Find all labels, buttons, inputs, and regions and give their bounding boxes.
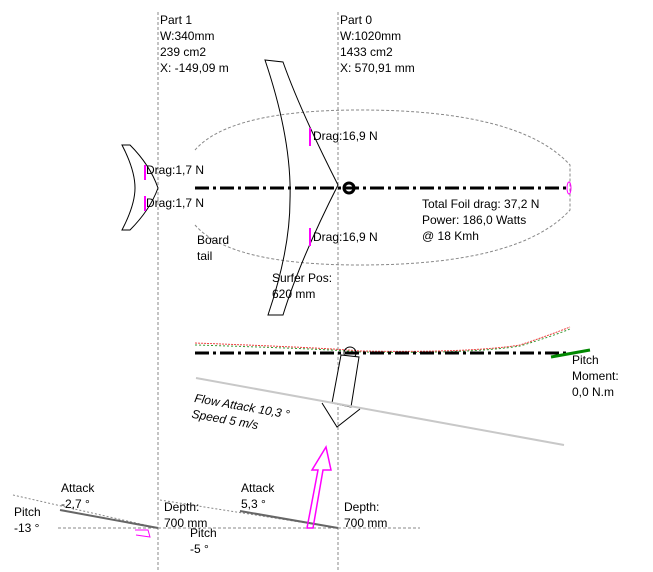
wing-foil [239, 510, 339, 529]
down-arrow-icon [321, 402, 361, 428]
front-wing-planform [264, 59, 339, 316]
stabilizer-planform [121, 144, 159, 231]
wing-depth: Depth:700 mm [344, 500, 388, 530]
stab-depth: Depth:700 mm [164, 500, 208, 530]
stab-drag-bottom: Drag:1,7 N [146, 196, 205, 210]
totals: Total Foil drag: 37,2 N Power: 186,0 Wat… [422, 196, 539, 244]
part0-width: W:1020mm [340, 29, 402, 43]
tail-marker [566, 181, 572, 195]
board-outline [194, 109, 571, 266]
board-profile-red [194, 326, 571, 352]
wing-pitch: Pitch-5 ° [190, 526, 217, 556]
power: Power: 186,0 Watts [422, 213, 527, 227]
total-drag: Total Foil drag: 37,2 N [422, 197, 540, 211]
wing-drag-top: Drag:16,9 N [313, 129, 378, 143]
part0-title: Part 0 [340, 13, 373, 27]
part1-x: X: -149,09 m [160, 61, 229, 75]
speed: @ 18 Kmh [422, 229, 479, 243]
part0-info: Part 0 W:1020mm 1433 cm2 X: 570,91 mm [340, 12, 415, 76]
stab-pitch: Pitch-13 ° [14, 505, 41, 535]
stab-attack: Attack-2,7 ° [61, 481, 95, 511]
stab-drag-top: Drag:1,7 N [146, 163, 205, 177]
stab-pitch-line [12, 494, 159, 529]
stab-foil [59, 509, 159, 529]
part0-area: 1433 cm2 [340, 45, 393, 59]
pitch-moment-bar [550, 348, 591, 359]
part1-width: W:340mm [160, 29, 215, 43]
mast [331, 354, 360, 408]
mast-position-icon [342, 181, 356, 195]
stab-lift-icon [135, 529, 151, 538]
flow-line [195, 377, 565, 446]
lift-arrow-icon [306, 445, 332, 529]
surfer-pos-label: Surfer Pos:620 mm [272, 271, 333, 301]
part1-info: Part 1 W:340mm 239 cm2 X: -149,09 m [160, 12, 229, 76]
wing-drag-bottom: Drag:16,9 N [313, 230, 378, 244]
part0-x: X: 570,91 mm [340, 61, 415, 75]
part1-title: Part 1 [160, 13, 193, 27]
part1-area: 239 cm2 [160, 45, 207, 59]
board-profile-green [194, 328, 571, 353]
